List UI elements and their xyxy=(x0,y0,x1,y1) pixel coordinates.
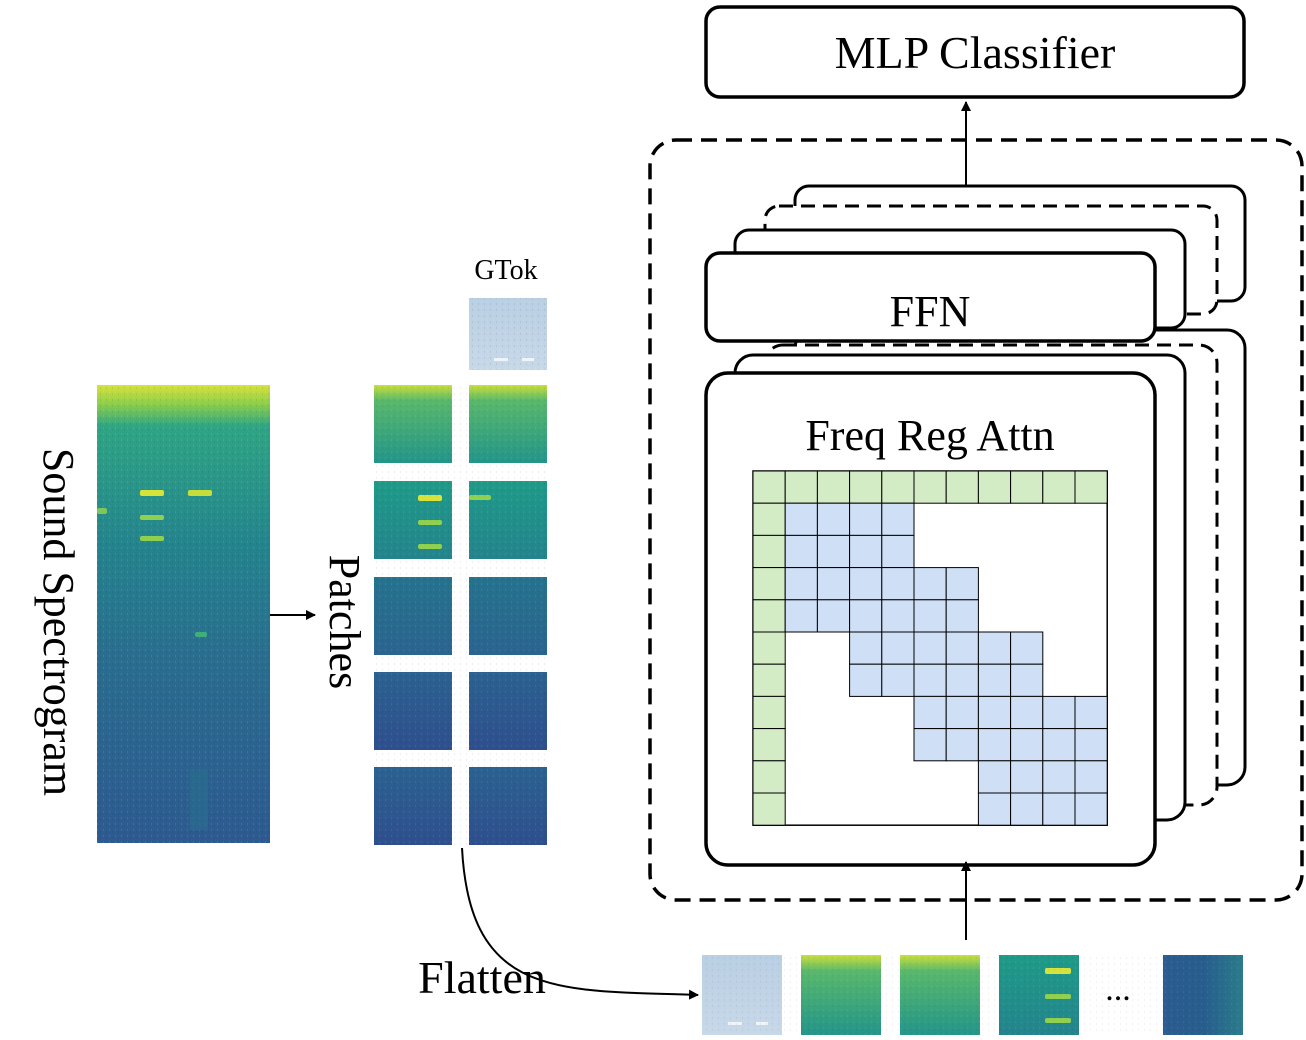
gtok-patch xyxy=(469,298,547,370)
attn-cell-regional xyxy=(881,567,915,601)
attn-cell-regional xyxy=(784,599,818,633)
attn-cell-global xyxy=(977,470,1012,504)
attn-cell-global xyxy=(784,470,818,504)
mlp-classifier-block: MLP Classifier xyxy=(704,5,1246,99)
attn-cell-regional xyxy=(913,728,947,762)
encoder-container xyxy=(648,138,1304,902)
attn-cell-global xyxy=(945,470,979,504)
attn-cell-regional xyxy=(1074,728,1108,762)
attn-cell-regional xyxy=(913,567,947,601)
attn-cell-global xyxy=(1010,470,1044,504)
ffn-label: FFN xyxy=(890,287,971,336)
gtok-label: GTok xyxy=(474,255,537,286)
token-sequence: ... xyxy=(702,955,1243,1035)
attn-cell-regional xyxy=(977,663,1012,697)
patches-label: Patches xyxy=(320,555,369,689)
attn-cell-global xyxy=(1042,470,1076,504)
patch-grid xyxy=(374,385,547,845)
attn-cell-regional xyxy=(1010,760,1044,794)
sound-spectrogram-label: Sound Spectrogram xyxy=(34,448,83,796)
attn-cell-regional xyxy=(913,695,947,730)
attn-cell-regional xyxy=(1074,760,1108,794)
attn-cell-regional xyxy=(881,599,915,633)
attention-matrix xyxy=(752,470,1108,826)
attn-cell-regional xyxy=(977,695,1012,730)
attn-cell-global xyxy=(816,470,851,504)
attn-cell-regional xyxy=(881,534,915,569)
sound-spectrogram-image xyxy=(97,385,270,843)
attn-cell-regional xyxy=(849,663,883,697)
attn-cell-regional xyxy=(849,567,883,601)
attn-cell-global xyxy=(752,760,786,794)
attn-cell-regional xyxy=(913,631,947,665)
attn-cell-regional xyxy=(881,631,915,665)
attn-cell-regional xyxy=(977,760,1012,794)
attn-cell-regional xyxy=(913,663,947,697)
attn-cell-regional xyxy=(1010,792,1044,826)
attn-cell-global xyxy=(752,695,786,730)
freq-reg-attn-label: Freq Reg Attn xyxy=(805,411,1054,460)
attn-cell-global xyxy=(752,663,786,697)
attn-cell-regional xyxy=(977,792,1012,826)
attn-cell-regional xyxy=(977,631,1012,665)
attn-cell-regional xyxy=(913,599,947,633)
attn-cell-regional xyxy=(1074,792,1108,826)
attn-cell-global xyxy=(752,470,786,504)
attn-cell-regional xyxy=(816,534,851,569)
attn-cell-regional xyxy=(945,695,979,730)
attn-cell-regional xyxy=(881,663,915,697)
attn-cell-regional xyxy=(784,567,818,601)
attn-cell-regional xyxy=(784,534,818,569)
flatten-label: Flatten xyxy=(418,952,546,1003)
attn-cell-regional xyxy=(945,663,979,697)
attn-cell-global xyxy=(1074,470,1108,504)
attn-cell-regional xyxy=(849,534,883,569)
attn-cell-regional xyxy=(816,502,851,536)
attn-cell-global xyxy=(752,631,786,665)
attn-cell-regional xyxy=(849,599,883,633)
mlp-classifier-label: MLP Classifier xyxy=(835,27,1116,78)
sound-spectrogram-label-group: Sound Spectrogram xyxy=(34,448,83,796)
attn-cell-global xyxy=(752,567,786,601)
attn-cell-global xyxy=(752,502,786,536)
attn-cell-global xyxy=(752,728,786,762)
attn-cell-regional xyxy=(1010,663,1044,697)
attn-cell-regional xyxy=(1074,695,1108,730)
attn-cell-regional xyxy=(945,728,979,762)
attn-cell-regional xyxy=(1042,792,1076,826)
attn-cell-global xyxy=(913,470,947,504)
attn-cell-regional xyxy=(849,631,883,665)
flatten-arrow xyxy=(461,847,699,1000)
attn-cell-global xyxy=(752,792,786,826)
attn-cell-regional xyxy=(1010,631,1044,665)
ffn-block: FFN xyxy=(704,251,1157,343)
attn-cell-regional xyxy=(816,599,851,633)
attn-cell-regional xyxy=(945,631,979,665)
attn-cell-regional xyxy=(945,567,979,601)
attn-cell-global xyxy=(849,470,883,504)
attn-cell-regional xyxy=(849,502,883,536)
attn-cell-regional xyxy=(945,599,979,633)
attn-cell-global xyxy=(752,599,786,633)
attn-cell-regional xyxy=(1042,695,1076,730)
attn-cell-regional xyxy=(977,728,1012,762)
attn-cell-regional xyxy=(1042,728,1076,762)
attn-cell-regional xyxy=(1010,728,1044,762)
attn-cell-regional xyxy=(881,502,915,536)
attn-cell-global xyxy=(881,470,915,504)
attn-cell-regional xyxy=(816,567,851,601)
attn-cell-regional xyxy=(784,502,818,536)
attn-cell-regional xyxy=(1010,695,1044,730)
attn-cell-regional xyxy=(1042,760,1076,794)
attn-cell-global xyxy=(752,534,786,569)
